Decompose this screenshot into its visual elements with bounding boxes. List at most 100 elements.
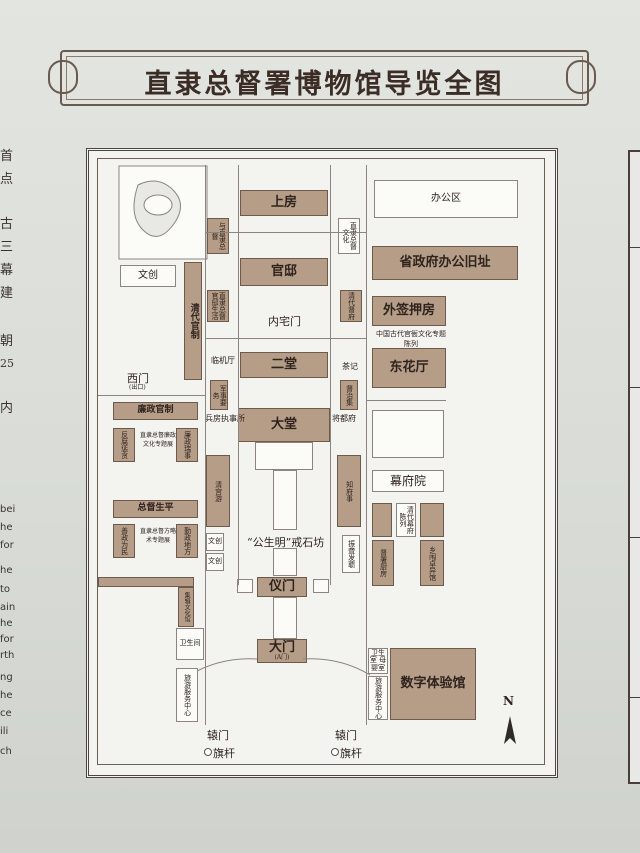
side-latin: he (0, 618, 13, 629)
scroll-ornament-right (566, 60, 596, 94)
hall-lianzheng[interactable]: 廉政官制 (113, 402, 198, 420)
wall-line (205, 232, 367, 233)
gate-ximen[interactable]: 西门 (127, 372, 149, 385)
title-frame: 直隶总督署博物馆导览全图 (60, 50, 589, 106)
datang-platform (255, 442, 313, 470)
hall-waiqianyafang[interactable]: 外签押房 (372, 296, 446, 326)
corridor-jiyang (98, 577, 194, 587)
side-char: 内 (0, 401, 14, 416)
gate-yuanmen-right[interactable]: 辕门 (335, 729, 357, 742)
side-latin: ili (0, 726, 9, 737)
side-latin: ch (0, 746, 12, 757)
side-latin: for (0, 540, 14, 551)
damen-sub: (A门) (274, 653, 290, 661)
hall-cooking[interactable]: 督署厨房 (372, 540, 394, 586)
front-courtyard-arcs (190, 658, 370, 676)
hall-east-a[interactable] (372, 503, 392, 537)
hall-qingdai-guanzhi[interactable]: 清代官制 (184, 262, 202, 380)
adjacent-panel (628, 150, 640, 784)
shop-wenchuang-1[interactable]: 文创 (120, 265, 176, 287)
flagpole-left: 旗杆 (213, 747, 235, 760)
side-latin: he (0, 522, 13, 533)
flagpole-right: 旗杆 (340, 747, 362, 760)
page-title: 直隶总督署博物馆导览全图 (144, 69, 505, 100)
hall-shengzhengfu[interactable]: 省政府办公旧址 (372, 246, 518, 280)
side-char: 朝 (0, 334, 14, 349)
gate-yuanmen-left[interactable]: 辕门 (207, 729, 229, 742)
gate-neizhaimen[interactable]: 内宅门 (268, 315, 301, 328)
side-char: 古 (0, 217, 14, 232)
exhibit-lianzheng[interactable]: 直隶总督廉政文化专题展 (140, 432, 177, 448)
hall-jiyang[interactable]: 集辑文化馆 (178, 587, 194, 627)
yimen-side-l (237, 579, 253, 593)
hall-shangfang[interactable]: 上房 (240, 190, 328, 216)
hall-jiangdu[interactable]: 将都府 (332, 414, 356, 423)
side-latin: rth (0, 650, 15, 661)
side-char: 幕 (0, 263, 14, 278)
side-char: 首 (0, 149, 14, 164)
hall-chajiu[interactable]: 茶记 (342, 362, 358, 371)
hall-guanxie[interactable]: 官邸 (240, 258, 328, 286)
hall-bingtang[interactable]: 兵房执事所 (205, 414, 245, 423)
north-arrow-icon (504, 716, 516, 744)
hall-duzhiji[interactable]: 督治集 (340, 380, 358, 410)
ximen-sub: (出口) (129, 384, 146, 391)
side-char: 建 (0, 286, 14, 301)
hall-donghuating[interactable]: 东花厅 (372, 348, 446, 388)
hall-shanzheng[interactable]: 善政为民 (113, 524, 135, 558)
office-area[interactable]: 办公区 (374, 180, 518, 218)
side-latin: ng (0, 672, 13, 683)
restroom-east[interactable]: 卫生室 母婴室 (368, 648, 388, 674)
side-latin: bei (0, 504, 16, 515)
map-area (97, 158, 545, 765)
exhibit-guanya[interactable]: 中国古代官衙文化专题陈列 (376, 330, 446, 348)
side-char: 25 (0, 357, 14, 370)
wall-line (205, 338, 367, 339)
hall-yu-zhengshi[interactable]: 与直隶总督 (207, 218, 229, 254)
hall-zongdu-shengping[interactable]: 总督生平 (113, 500, 198, 518)
visitor-center-east[interactable]: 旅游服务中心 (368, 676, 388, 720)
side-latin: for (0, 634, 14, 645)
hall-lianzheng-lishi[interactable]: 廉政瑞事 (176, 428, 198, 462)
jieshi-arch[interactable]: “公生明”戒石坊 (247, 536, 325, 549)
central-path-2 (273, 548, 297, 576)
gate-yimen[interactable]: 仪门 (257, 577, 307, 597)
hall-zhi-wen[interactable]: 直隶总督文化 (338, 218, 360, 254)
wall-line (366, 165, 367, 725)
hall-zhenjue[interactable]: 振聋发聩 (342, 535, 360, 573)
north-label: N (503, 694, 514, 708)
hall-east-b[interactable] (420, 503, 444, 537)
side-latin: ain (0, 602, 16, 613)
hall-xiangcheng[interactable]: 乡闱卓异馆 (420, 540, 444, 586)
wall-line (238, 165, 239, 585)
garden-pond (118, 165, 208, 260)
hall-zhifu[interactable]: 知府事 (337, 455, 361, 527)
gate-damen[interactable]: 大门 (A门) (257, 639, 307, 663)
side-latin: he (0, 565, 13, 576)
wenchuang-3[interactable]: 文创 (206, 553, 224, 571)
hall-ertang[interactable]: 二堂 (240, 352, 328, 378)
yimen-side-r (313, 579, 329, 593)
wall-line (205, 165, 206, 725)
exhibit-fanglve[interactable]: 直隶总督方略术专题展 (140, 528, 177, 544)
flagpole-left-dot (204, 748, 212, 756)
hall-junshi[interactable]: 军事要务 (210, 380, 228, 410)
hall-datang[interactable]: 大堂 (238, 408, 330, 442)
hall-linji[interactable]: 临机厅 (211, 356, 235, 365)
hall-sheng-jun[interactable]: 清代督府 (340, 290, 362, 322)
hall-fanfu[interactable]: 反腐惩贪 (113, 428, 135, 462)
side-char: 点 (0, 172, 14, 187)
restroom-west[interactable]: 卫生间 (176, 628, 204, 660)
visitor-center-west[interactable]: 旅游服务中心 (176, 668, 198, 722)
central-path (273, 470, 297, 530)
flagpole-right-dot (331, 748, 339, 756)
hall-qinzheng[interactable]: 勤政地方 (176, 524, 198, 558)
hall-zhongguo-zongdu[interactable]: 直隶总督官邸生活 (207, 290, 229, 322)
hall-digital-experience[interactable]: 数字体验馆 (390, 648, 476, 720)
wenchuang-2[interactable]: 文创 (206, 533, 224, 551)
hall-mufuyuan[interactable]: 幕府院 (372, 470, 444, 492)
hall-qingdai-mufu[interactable]: 清代幕府陈列 (396, 503, 416, 537)
side-latin: he (0, 690, 13, 701)
hall-qinggong[interactable]: 清宫游 (206, 455, 230, 527)
